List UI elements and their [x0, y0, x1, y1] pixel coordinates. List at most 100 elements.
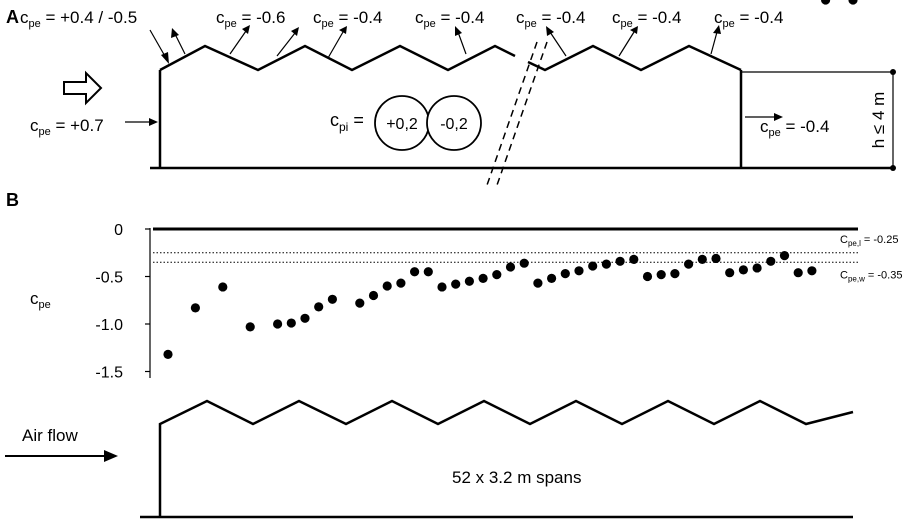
height-label: h ≤ 4 m [869, 92, 888, 149]
roof-suction-arrow [618, 31, 635, 57]
data-point [519, 258, 529, 268]
data-point [629, 254, 639, 264]
data-point [245, 322, 255, 332]
data-point [451, 279, 461, 289]
reference-line-label: Cpe,w = -0.35 [840, 269, 902, 283]
data-point [793, 268, 803, 278]
break-line-2 [495, 41, 548, 189]
dimension-dot [890, 69, 896, 75]
data-point [423, 267, 433, 277]
cpe-label-4: cpe = -0.4 [415, 8, 484, 30]
roof-suction-arrow [549, 31, 567, 57]
roof-pressure-labels: cpe = +0.4 / -0.5 cpe = -0.6 cpe = -0.4 … [20, 8, 783, 30]
data-point [601, 259, 612, 269]
data-point [656, 270, 666, 280]
data-point [560, 269, 570, 279]
roof-suction-arrow [276, 32, 296, 57]
windward-roof-arrow [149, 29, 167, 59]
cpe-label-2: cpe = -0.6 [216, 8, 285, 30]
data-point [396, 278, 406, 288]
data-point [547, 273, 557, 283]
data-point [464, 276, 474, 286]
arrowhead [242, 25, 250, 34]
data-point [711, 253, 721, 264]
internal-negative-value: -0,2 [440, 116, 468, 133]
data-point [697, 254, 707, 264]
y-axis-label: cpe [30, 289, 51, 311]
cpe-label-5: cpe = -0.4 [516, 8, 585, 30]
greenhouse-section [150, 41, 893, 189]
greenhouse-profile [140, 399, 854, 519]
dimension-dot [890, 165, 896, 171]
y-tick-label: 0 [114, 222, 123, 239]
roof-suction-arrow [327, 31, 344, 59]
arrowhead [455, 26, 462, 36]
spans-label: 52 x 3.2 m spans [452, 468, 581, 487]
data-point [273, 319, 283, 329]
data-point [355, 298, 365, 308]
data-point [382, 281, 392, 291]
data-point [725, 268, 735, 278]
roof-right [527, 44, 742, 72]
arrowhead [149, 118, 158, 126]
data-point [286, 318, 296, 328]
leeward-cpe-label: cpe = -0.4 [760, 117, 829, 139]
data-point [533, 278, 543, 288]
air-flow-label: Air flow [22, 426, 78, 445]
panel-b-label: B [6, 190, 19, 210]
data-point [738, 265, 749, 275]
arrowhead [774, 113, 783, 121]
data-point [779, 251, 790, 261]
data-point [670, 269, 680, 279]
cpe-label-3: cpe = -0.4 [313, 8, 382, 30]
greenhouse-outline [158, 399, 854, 517]
cpe-label-7: cpe = -0.4 [714, 8, 783, 30]
data-point [848, 0, 858, 5]
reference-line-label: Cpe,l = -0.25 [840, 234, 898, 248]
y-tick-label: -1.0 [95, 317, 123, 334]
data-point [807, 266, 817, 276]
break-line-1 [485, 41, 538, 189]
data-point [766, 256, 776, 266]
arrowhead [104, 450, 118, 462]
internal-cpi-label: cpi = [330, 110, 364, 134]
data-point [327, 294, 337, 304]
data-point [478, 273, 488, 283]
data-point [163, 349, 173, 359]
arrowhead [546, 26, 554, 36]
roof-pressure-arrows [149, 25, 721, 64]
y-tick-label: -0.5 [95, 270, 123, 287]
data-points [163, 0, 858, 359]
internal-negative-circle [426, 95, 482, 151]
hollow-arrow-right-icon [63, 70, 103, 106]
arrowhead [339, 26, 347, 34]
data-point [588, 261, 598, 271]
data-point [218, 282, 228, 292]
y-tick-label: -1.5 [95, 365, 123, 382]
data-point [505, 262, 516, 272]
arrowhead [291, 27, 299, 36]
windward-cpe-label: cpe = +0.7 [30, 116, 104, 138]
internal-positive-value: +0,2 [386, 116, 418, 133]
data-point [684, 259, 694, 269]
cpe-label-1: cpe = +0.4 / -0.5 [20, 8, 137, 30]
arrowhead [630, 26, 638, 34]
cpe-label-6: cpe = -0.4 [612, 8, 681, 30]
data-point [300, 313, 310, 323]
roof-suction-arrow [229, 30, 247, 55]
panel-a-label: A [6, 7, 19, 27]
roof-suction-arrow [710, 31, 718, 55]
height-dimension: h ≤ 4 m [869, 69, 896, 171]
data-point [190, 303, 200, 313]
arrowhead [171, 28, 179, 38]
data-point [314, 302, 324, 312]
data-point [615, 256, 625, 266]
roof-suction-arrow [457, 31, 467, 55]
data-point [821, 0, 831, 5]
roof-suction-arrow [174, 33, 186, 55]
data-point [437, 282, 447, 292]
data-point [492, 270, 502, 280]
